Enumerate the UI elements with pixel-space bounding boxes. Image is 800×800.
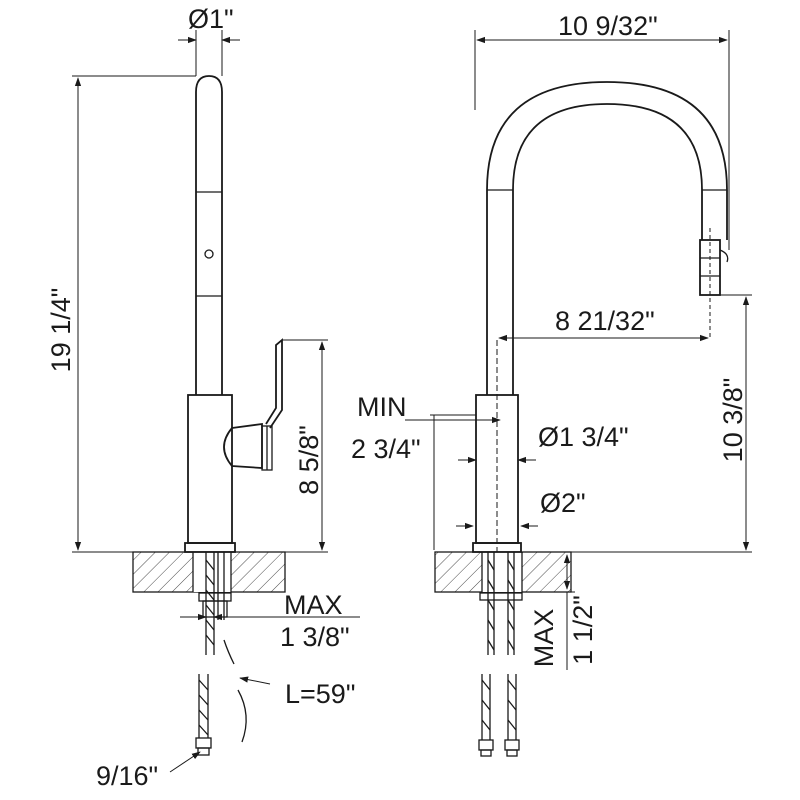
front-view: 10 9/32" 8 21/32" 10 3/8" MIN 2 3/4" Ø1 … [351,11,752,757]
riser-pipe-left [195,75,223,395]
spout-reach-label: 8 21/32" [555,306,655,336]
max-label-right: MAX [529,609,559,668]
spout-height-label: 10 3/8" [718,378,748,463]
faucet-base-left [184,542,236,553]
pipe-diameter-label: Ø1" [188,4,234,34]
body-diameter-label: Ø1 3/4" [538,422,629,452]
deck-thickness-label: 1 3/8" [280,622,350,652]
spray-button-icon [204,249,214,259]
countertop-hole-left [193,552,231,592]
fitting-size-label: 9/16" [96,761,158,791]
hose-fitting-right-a [478,739,494,751]
min-label: MIN [357,392,407,422]
faucet-body-left [187,394,233,544]
spout-width-label: 10 9/32" [558,11,658,41]
gooseneck-spout [486,81,728,395]
mounting-nut-right [479,592,523,601]
base-diameter-label: Ø2" [540,488,586,518]
hose-fitting-right-b [504,739,520,751]
max-label-left: MAX [284,590,343,620]
lever-handle [265,338,283,429]
mounting-nut-left [198,592,232,602]
side-view: Ø1" 19 1/4" 8 5/8" MAX 1 3/8" L=59" 9/16… [46,4,360,791]
handle-hub [223,422,263,469]
handle-height-label: 8 5/8" [294,425,324,495]
hose-length-label: L=59" [285,679,355,709]
right-max-thickness-label: 1 1/2" [568,595,598,665]
total-height-label: 19 1/4" [46,288,76,373]
hose-fitting-icon [195,737,212,749]
countertop-hole-right [482,552,522,592]
min-clearance-label: 2 3/4" [351,434,421,464]
